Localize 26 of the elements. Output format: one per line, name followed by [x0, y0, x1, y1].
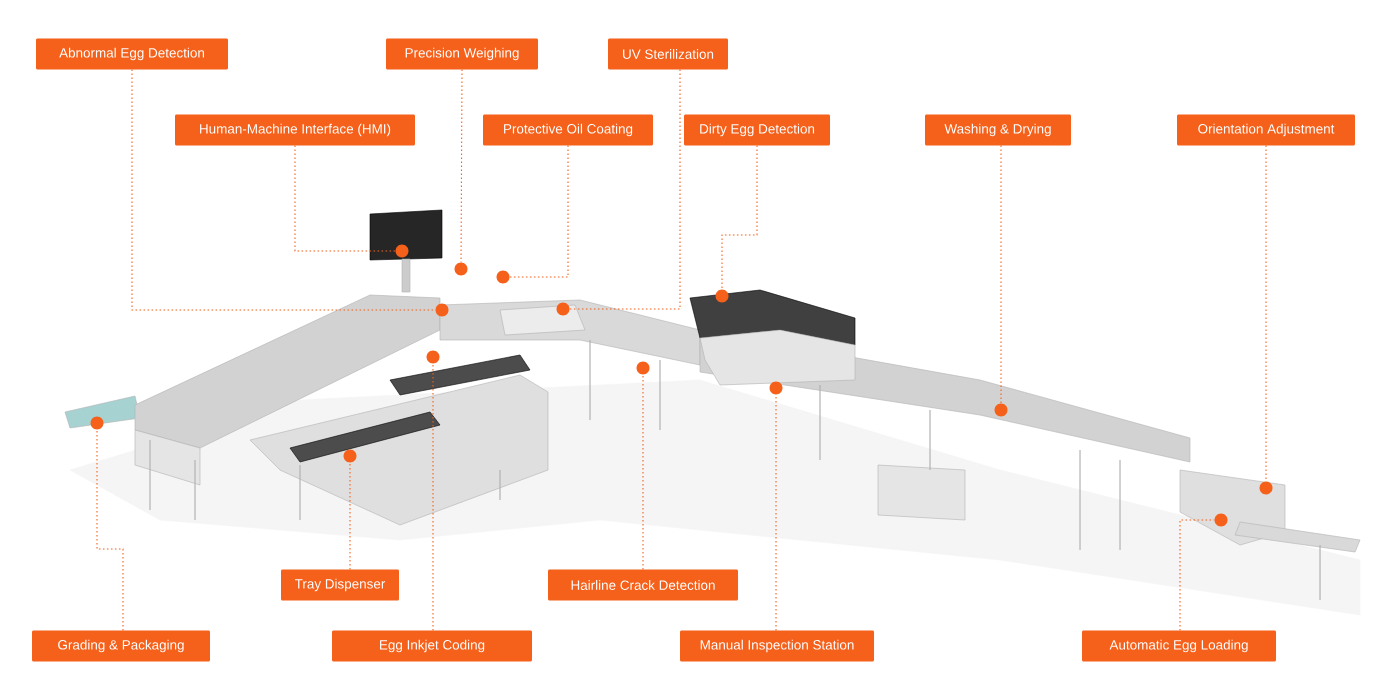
callout-label: Tray Dispenser	[281, 569, 399, 601]
callout-label: UV Sterilization	[608, 38, 728, 70]
callout-label: Precision Weighing	[386, 38, 538, 70]
leader-line	[294, 144, 396, 252]
leader-line	[432, 363, 434, 632]
callout-label: Automatic Egg Loading	[1082, 630, 1276, 662]
leader-line	[1000, 144, 1002, 404]
leader-line	[642, 374, 644, 571]
leader-line	[569, 68, 681, 310]
leader-line	[509, 144, 569, 278]
callout-label: Egg Inkjet Coding	[332, 630, 532, 662]
callout-label: Manual Inspection Station	[680, 630, 874, 662]
callout-label: Abnormal Egg Detection	[36, 38, 228, 70]
leader-line	[775, 394, 777, 632]
callout-label: Orientation Adjustment	[1177, 114, 1355, 146]
callout-label: Hairline Crack Detection	[548, 569, 738, 601]
callout-label: Washing & Drying	[925, 114, 1071, 146]
leader-line	[349, 462, 351, 571]
callout-label: Grading & Packaging	[32, 630, 210, 662]
leader-line	[131, 68, 436, 311]
callout-label: Human-Machine Interface (HMI)	[175, 114, 415, 146]
leader-line	[460, 68, 463, 263]
callout-label: Dirty Egg Detection	[684, 114, 830, 146]
callout-label: Protective Oil Coating	[483, 114, 653, 146]
leader-line	[1265, 144, 1267, 482]
leader-line	[721, 144, 758, 290]
